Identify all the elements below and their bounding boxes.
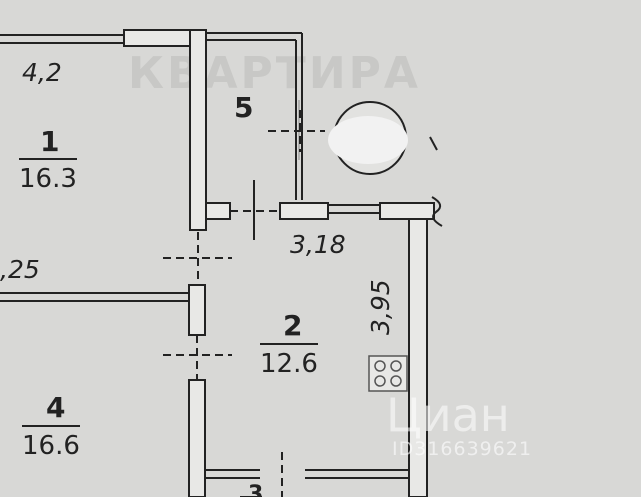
wall-partition-lower: [188, 379, 206, 497]
door-marker-left-lower: [163, 335, 232, 380]
stove-icon: [368, 355, 408, 392]
wall-bottom-room5-right: [279, 202, 329, 220]
room4-area: 16.6: [22, 425, 80, 459]
dim-corridor-width: 3,18: [290, 230, 346, 259]
wall-partition-mid: [188, 284, 206, 336]
room1-number: 1: [40, 125, 60, 158]
wall-partition-1-5: [189, 29, 207, 231]
wall-block-right: [379, 202, 435, 220]
riser-circle-icon: [328, 101, 438, 175]
room3-number: 3: [248, 482, 264, 497]
wall-1-4: [0, 292, 189, 302]
room4-number: 4: [46, 391, 66, 424]
room2-number: 2: [283, 309, 303, 342]
break-mark: [431, 196, 443, 227]
wall-right-room2: [408, 218, 428, 497]
door-marker-left-upper: [163, 232, 232, 285]
dim-left-mid: ,25: [0, 255, 40, 284]
wall-2-3: [205, 469, 409, 479]
room1-area: 16.3: [19, 158, 77, 192]
watermark-id: ID316639621: [392, 438, 533, 460]
room2-area: 12.6: [260, 343, 318, 377]
watermark-brand: Циан: [386, 388, 510, 442]
door-marker-room5: [268, 110, 325, 152]
door-marker-room5-bottom: [230, 180, 280, 240]
wall-bottom-room5-left: [205, 202, 231, 220]
wall-top-room1: [0, 34, 124, 44]
dim-top-left: 4,2: [22, 58, 62, 87]
wall-top-right: [328, 204, 380, 214]
dim-room2-height: 3,95: [366, 279, 395, 335]
room5-number: 5: [234, 91, 254, 124]
wall-top-room5: [206, 32, 303, 200]
header-watermark: КВАРТИРА: [128, 48, 421, 99]
